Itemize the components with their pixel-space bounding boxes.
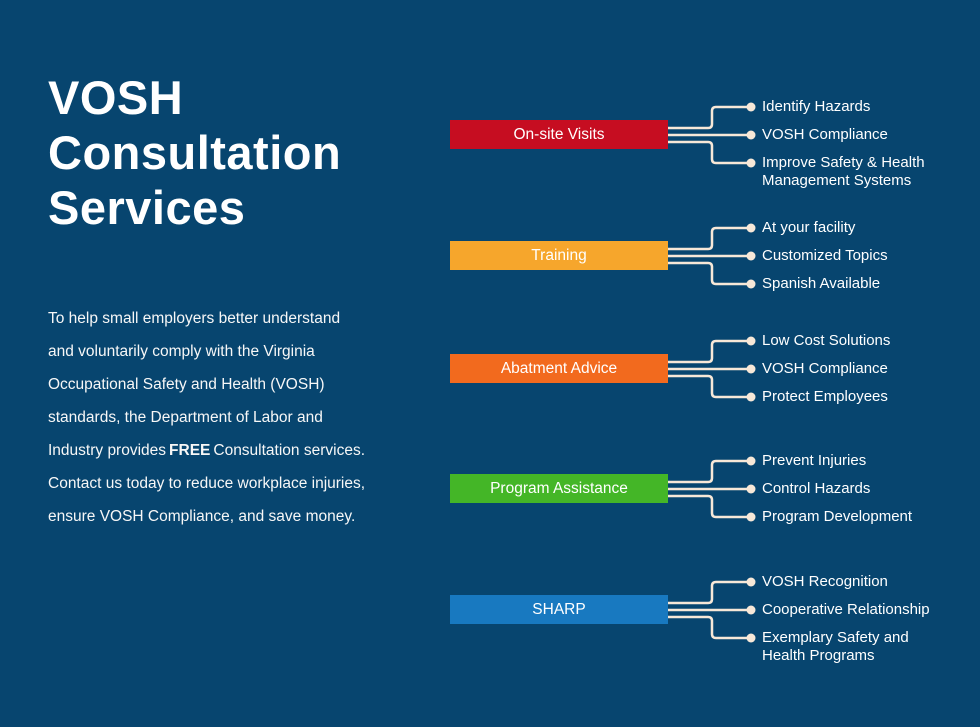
- connector-line: [668, 580, 747, 605]
- bullet-item: Customized Topics: [762, 247, 888, 264]
- service-box-label: Abatment Advice: [500, 360, 618, 377]
- bullet-item: Control Hazards: [762, 480, 871, 497]
- bullet-item: Improve Safety & Health Management Syste…: [762, 154, 925, 189]
- service-box-label: Training: [531, 247, 587, 264]
- bullet-item: Prevent Injuries: [762, 452, 867, 469]
- connector-line: [668, 494, 747, 519]
- connector-lines-icon: [668, 336, 756, 402]
- bullet-item: VOSH Recognition: [762, 573, 888, 590]
- bullet-dot-icon: [746, 364, 756, 374]
- connector-lines-icon: [668, 102, 756, 168]
- intro-text-after: Consultation services. Contact us today …: [48, 442, 366, 525]
- connector-lines-icon: [668, 223, 756, 289]
- page-title-line: Consultation: [48, 126, 342, 179]
- connector-line: [668, 105, 747, 130]
- service-box-on-site-visits: On-site Visits: [450, 120, 668, 149]
- service-group-on-site-visits: On-site Visits Identify Hazards VOSH Com…: [450, 80, 980, 190]
- bullet-item: At your facility: [762, 219, 856, 236]
- intro-free-emphasis: FREE: [169, 442, 211, 459]
- bullet-dot-icon: [746, 577, 756, 587]
- bullet-dot-icon: [746, 251, 756, 261]
- bullet-item: Protect Employees: [762, 388, 888, 405]
- bullet-dot-icon: [746, 605, 756, 615]
- connector-line: [668, 615, 747, 640]
- bullet-dot-icon: [746, 336, 756, 346]
- connector-lines-icon: [668, 577, 756, 643]
- page-title-line: VOSH: [48, 71, 184, 124]
- bullet-dot-icon: [746, 279, 756, 289]
- bullet-dot-icon: [746, 223, 756, 233]
- service-box-abatment-advice: Abatment Advice: [450, 354, 668, 383]
- service-box-training: Training: [450, 241, 668, 270]
- bullet-dot-icon: [746, 484, 756, 494]
- service-group-abatment-advice: Abatment Advice Low Cost Solutions VOSH …: [450, 314, 980, 424]
- service-group-training: Training At your facility Customized Top…: [450, 201, 980, 311]
- service-box-label: On-site Visits: [513, 126, 605, 143]
- bullet-item: Spanish Available: [762, 275, 881, 292]
- bullet-item: Cooperative Relationship: [762, 601, 930, 618]
- connector-line: [668, 374, 747, 399]
- intro-text-before: To help small employers better understan…: [48, 310, 341, 459]
- service-group-sharp: SHARP VOSH Recognition Cooperative Relat…: [450, 555, 980, 665]
- connector-line: [668, 261, 747, 286]
- bullet-dot-icon: [746, 392, 756, 402]
- service-box-label: Program Assistance: [490, 480, 628, 497]
- bullet-item: Exemplary Safety and Health Programs: [762, 629, 909, 664]
- bullet-dot-icon: [746, 102, 756, 112]
- page-title: VOSH Consultation Services: [48, 70, 341, 235]
- service-box-sharp: SHARP: [450, 595, 668, 624]
- connector-line: [668, 339, 747, 364]
- bullet-item: Low Cost Solutions: [762, 332, 891, 349]
- bullet-item: VOSH Compliance: [762, 360, 888, 377]
- bullet-item: VOSH Compliance: [762, 126, 888, 143]
- connector-line: [668, 459, 747, 484]
- intro-paragraph: To help small employers better understan…: [48, 302, 368, 533]
- bullet-item: Program Development: [762, 508, 913, 525]
- service-box-program-assistance: Program Assistance: [450, 474, 668, 503]
- bullet-dot-icon: [746, 130, 756, 140]
- bullet-dot-icon: [746, 633, 756, 643]
- page-title-line: Services: [48, 181, 246, 234]
- bullet-item: Identify Hazards: [762, 98, 871, 115]
- connector-line: [668, 140, 747, 165]
- service-box-label: SHARP: [532, 601, 586, 618]
- bullet-dot-icon: [746, 512, 756, 522]
- service-group-program-assistance: Program Assistance Prevent Injuries Cont…: [450, 434, 980, 544]
- connector-lines-icon: [668, 456, 756, 522]
- bullet-dot-icon: [746, 158, 756, 168]
- bullet-dot-icon: [746, 456, 756, 466]
- connector-line: [668, 226, 747, 251]
